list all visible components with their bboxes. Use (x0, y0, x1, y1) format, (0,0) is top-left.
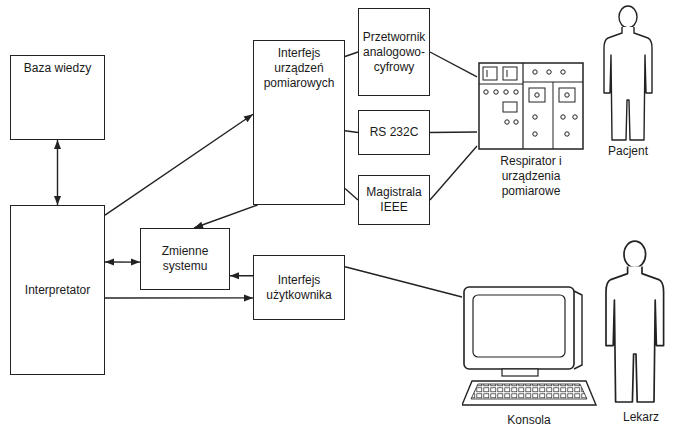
arrow-head (131, 259, 140, 266)
respirator-device: Respirator i urządzenia pomiarowe (477, 62, 597, 202)
link-line (430, 132, 477, 134)
arrow-head (54, 196, 61, 205)
arrow-head (244, 294, 253, 301)
link-line (345, 52, 358, 57)
flow-arrow (194, 205, 258, 228)
node-label: Respirator i urządzenia pomiarowe (477, 154, 585, 199)
node-label: Przetwornik analogowo-cyfrowy (362, 30, 426, 75)
doctor-figure (606, 241, 664, 402)
flow-arrow (105, 294, 253, 301)
knowledge-base-box: Baza wiedzy (10, 55, 105, 140)
node-label: RS 232C (370, 125, 419, 140)
link-line (345, 131, 358, 133)
link-line (430, 146, 477, 200)
node-label: Interfejs użytkownika (257, 273, 341, 303)
arrow-head (230, 272, 239, 279)
user-interface-box: Interfejs użytkownika (253, 255, 345, 320)
respirator-illustration (477, 62, 585, 150)
console-terminal: Konsola (462, 285, 602, 435)
flow-arrow (54, 140, 61, 205)
flow-arrow (230, 272, 253, 279)
link-line (430, 52, 477, 77)
patient-label: Pacjent (608, 144, 648, 158)
patient-figure (604, 6, 652, 140)
arrow-head (54, 140, 61, 149)
node-label: Konsola (462, 413, 596, 428)
system-variables-box: Zmienne systemu (140, 228, 230, 290)
console-illustration (462, 285, 602, 413)
link-line (345, 189, 358, 201)
doctor-label: Lekarz (623, 410, 659, 424)
node-label: Zmienne systemu (144, 244, 226, 274)
node-label: Baza wiedzy (24, 61, 91, 76)
ieee-bus-box: Magistrala IEEE (358, 175, 430, 225)
flow-arrow (105, 114, 253, 215)
link-line (345, 267, 462, 297)
arrow-head (105, 258, 114, 265)
instrument-interface-box: Interfejs urządzeń pomiarowych (253, 40, 345, 205)
rs232-box: RS 232C (358, 110, 430, 155)
node-label: Interpretator (25, 283, 90, 298)
adc-box: Przetwornik analogowo-cyfrowy (358, 8, 430, 96)
interpreter-box: Interpretator (10, 205, 105, 375)
node-label: Interfejs urządzeń pomiarowych (257, 46, 341, 91)
node-label: Magistrala IEEE (362, 185, 426, 215)
flow-arrow (105, 258, 140, 265)
arrow-head (244, 114, 253, 122)
